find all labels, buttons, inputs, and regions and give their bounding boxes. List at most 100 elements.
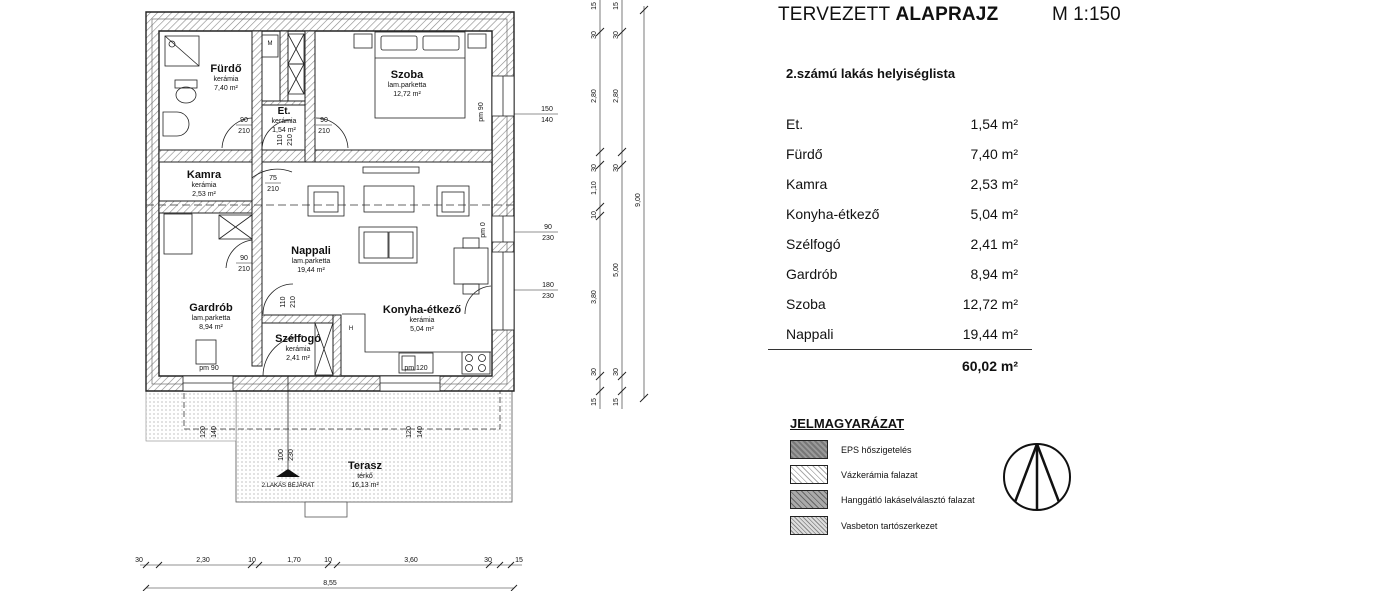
door-labels: 90 210 90 210 110 210 75 210 90 210 110 … [200, 117, 424, 461]
entrance-label: 2.LAKÁS BEJÁRAT [262, 482, 315, 489]
hatch-medium-icon [790, 490, 828, 509]
dim-label: 1,70 [287, 557, 301, 564]
door-width: 90 [320, 117, 328, 124]
dim-label: 30 [135, 557, 143, 564]
dim-label: 15 [515, 557, 523, 564]
dimension-chain-right [595, 0, 649, 409]
door-height: 210 [318, 128, 330, 135]
room-name: Gardrób [786, 266, 838, 282]
room-area: 1,54 m² [970, 116, 1018, 132]
dim-label: 1,10 [591, 181, 598, 195]
room-name: Szélfogó [275, 333, 321, 345]
legend-item: Vasbeton tartószerkezet [790, 516, 937, 535]
room-area: 19,44 m² [297, 267, 325, 274]
room-area: 8,94 m² [970, 266, 1018, 282]
legend-label: Vasbeton tartószerkezet [841, 520, 938, 531]
door-height: 230 [288, 449, 295, 461]
room-material: lam.parketta [192, 315, 231, 322]
title-bold: ALAPRAJZ [895, 4, 999, 25]
dim-label: 2,80 [613, 89, 620, 103]
door-width: 110 [280, 296, 287, 307]
window-height: 140 [417, 426, 424, 438]
door-height: 210 [290, 296, 297, 308]
floor-level: pm 90 [199, 365, 219, 372]
north-arrow-icon [1003, 443, 1071, 511]
terrace [235, 388, 513, 503]
room-material: kerámia [410, 317, 435, 324]
room-row: Gardrób 8,94 m² [786, 266, 1018, 296]
room-area: 5,04 m² [970, 206, 1018, 222]
window-height: 230 [542, 293, 554, 300]
room-name: Fürdő [786, 146, 823, 162]
dim-label: 10 [248, 557, 256, 564]
bottom-dimension-labels: 30 2,30 10 1,70 10 3,60 30 15 8,55 [135, 557, 523, 587]
dim-label: 5,00 [613, 263, 620, 277]
room-name: Nappali [291, 245, 331, 257]
room-area: 8,94 m² [199, 324, 223, 331]
fixture-mark: M [268, 41, 273, 47]
dim-total: 9,00 [635, 193, 642, 207]
door-width: 75 [269, 175, 277, 182]
room-list-title: 2.számú lakás helyiséglista [786, 66, 956, 81]
exterior-wall [145, 11, 515, 392]
room-material: lam.parketta [388, 82, 427, 89]
door-height: 210 [238, 266, 250, 273]
built-in-cabinets [163, 33, 334, 376]
dim-label: 30 [613, 164, 620, 172]
window-width: 120 [200, 426, 207, 438]
drawing-scale: M 1:150 [1052, 4, 1121, 25]
room-name: Terasz [348, 460, 383, 472]
dim-label: 3,60 [404, 557, 418, 564]
room-row: Et. 1,54 m² [786, 116, 1018, 146]
total-divider [768, 349, 1032, 350]
legend-title: JELMAGYARÁZAT [790, 416, 905, 431]
legend-label: Vázkerámia falazat [841, 469, 918, 480]
total-area: 60,02 m² [961, 358, 1018, 374]
dim-label: 15 [613, 2, 620, 10]
door-height: 210 [267, 186, 279, 193]
room-area: 1,54 m² [272, 127, 296, 134]
title-light: TERVEZETT [778, 4, 896, 25]
room-material: lam.parketta [292, 258, 331, 265]
dim-label: 30 [591, 368, 598, 376]
window-height: 230 [542, 235, 554, 242]
dim-label: 2,30 [196, 557, 210, 564]
room-area: 12,72 m² [393, 91, 421, 98]
dimension-chain-bottom [140, 561, 522, 591]
fixture-mark: H [349, 326, 353, 332]
room-floors [160, 32, 491, 375]
room-name: Szélfogó [786, 236, 841, 252]
window-height: 140 [541, 117, 553, 124]
interior-walls [158, 30, 493, 377]
room-name: Kamra [187, 169, 222, 181]
terrace-step [304, 501, 348, 518]
dim-label: 3,80 [591, 290, 598, 304]
room-name: Gardrób [189, 302, 233, 314]
legend-item: Hanggátló lakáselválasztó falazat [790, 490, 975, 509]
room-area: 19,44 m² [962, 326, 1018, 342]
legend-item: Vázkerámia falazat [790, 465, 918, 484]
window-width: 120 [406, 426, 413, 438]
room-name: Et. [786, 116, 804, 132]
kitchen-counter [195, 313, 491, 375]
room-labels: Fürdő kerámia 7,40 m² Szoba lam.parketta… [187, 41, 487, 489]
room-area: 5,04 m² [410, 326, 434, 333]
room-material: kerámia [192, 182, 217, 189]
door-width: 110 [277, 134, 284, 145]
floor-level: pm 90 [478, 102, 485, 122]
floor-level: pm 120 [404, 365, 427, 372]
room-material: térkő [357, 473, 373, 480]
dim-label: 30 [613, 31, 620, 39]
dim-label: 30 [613, 368, 620, 376]
floor-plan: Fürdő kerámia 7,40 m² Szoba lam.parketta… [135, 0, 649, 591]
drawing-title: TERVEZETT ALAPRAJZ [778, 4, 998, 26]
door-width: 90 [240, 255, 248, 262]
hatch-dark-icon [790, 440, 828, 459]
room-area: 2,53 m² [970, 176, 1018, 192]
bed [353, 31, 487, 119]
